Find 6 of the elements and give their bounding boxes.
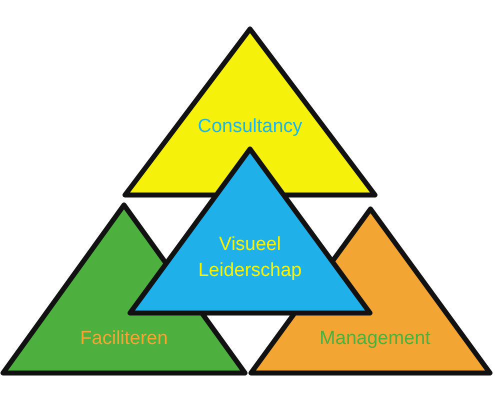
node-label: Management [318, 327, 432, 351]
triangle [127, 146, 373, 316]
node-label: Consultancy [196, 115, 304, 139]
node-label: Visueel Leiderschap [197, 233, 303, 283]
node-label: Faciliteren [79, 327, 169, 351]
triangle [122, 26, 378, 198]
